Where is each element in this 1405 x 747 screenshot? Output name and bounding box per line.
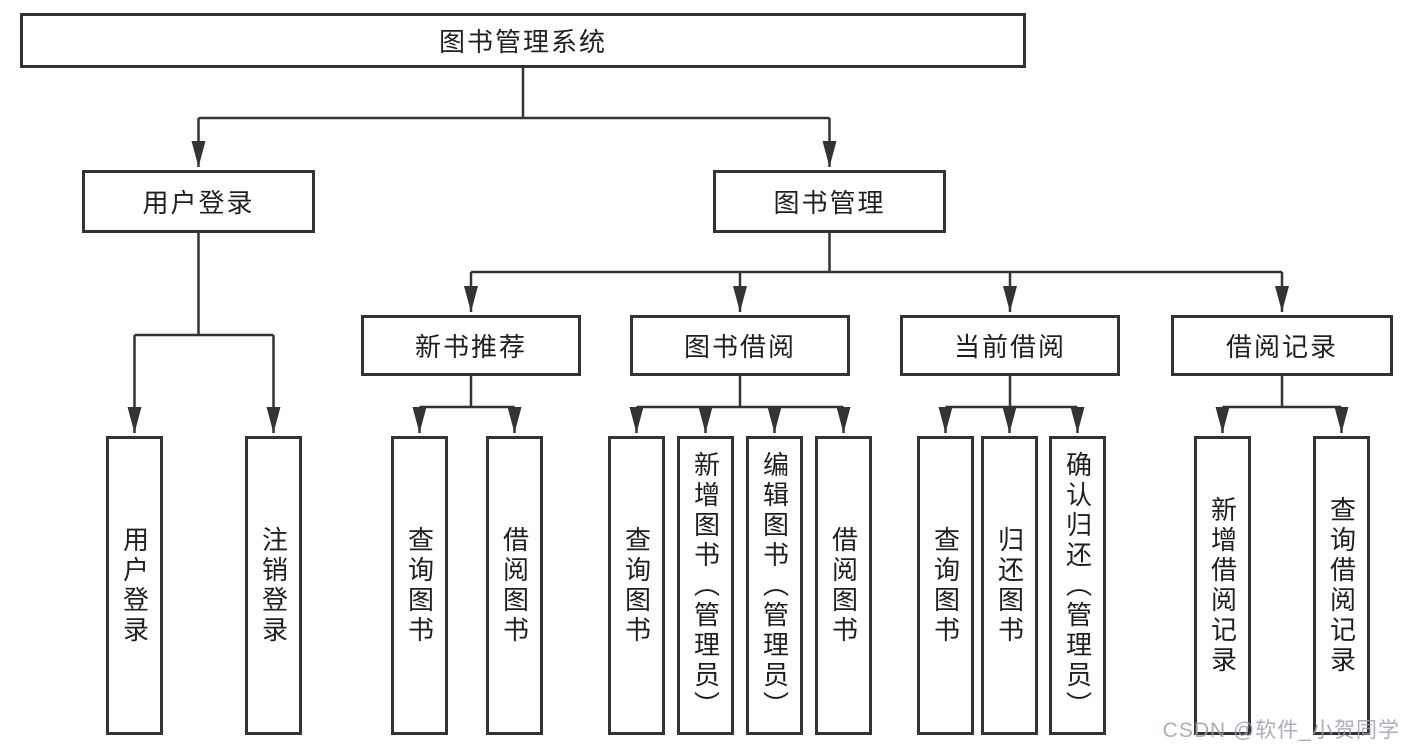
- leaf-add-borrow-record: 新增借阅记录: [1194, 436, 1251, 735]
- connector-newbook-trunk: [419, 376, 515, 409]
- connector-borrow-trunk: [636, 376, 844, 409]
- leaf-label: 确认归还（管理员）: [1062, 450, 1093, 721]
- leaf-query-books-recommend: 查询图书: [391, 436, 448, 735]
- leaf-label: 用户登录: [119, 525, 150, 646]
- leaf-label: 借阅图书: [828, 525, 859, 646]
- leaf-borrow-books-recommend: 借阅图书: [486, 436, 543, 735]
- node-book-borrowing: 图书借阅: [630, 315, 850, 376]
- leaf-label: 查询图书: [621, 525, 652, 646]
- node-book-management: 图书管理: [713, 170, 946, 233]
- csdn-watermark: CSDN @软件_小贺同学: [1162, 719, 1400, 742]
- leaf-label: 归还图书: [994, 525, 1025, 646]
- connector-root-trunk: [198, 68, 830, 120]
- node-root-system: 图书管理系统: [20, 13, 1026, 68]
- leaf-user-login: 用户登录: [106, 436, 163, 735]
- leaf-edit-books-admin: 编辑图书（管理员）: [746, 436, 803, 735]
- connector-records-trunk: [1222, 376, 1342, 409]
- leaf-label: 借阅图书: [499, 525, 530, 646]
- leaf-query-books-borrow: 查询图书: [608, 436, 665, 735]
- leaf-label: 查询图书: [930, 525, 961, 646]
- leaf-label: 注销登录: [258, 525, 289, 646]
- leaf-label: 新增借阅记录: [1207, 495, 1238, 676]
- leaf-add-books-admin: 新增图书（管理员）: [677, 436, 734, 735]
- node-borrowing-records: 借阅记录: [1171, 315, 1393, 376]
- leaf-return-books: 归还图书: [981, 436, 1038, 735]
- node-new-book-recommend: 新书推荐: [361, 315, 581, 376]
- leaf-logout: 注销登录: [245, 436, 302, 735]
- node-current-borrowing: 当前借阅: [900, 315, 1120, 376]
- leaf-query-borrow-record: 查询借阅记录: [1313, 436, 1370, 735]
- leaf-query-books-current: 查询图书: [917, 436, 974, 735]
- leaf-label: 查询图书: [404, 525, 435, 646]
- leaf-confirm-return-admin: 确认归还（管理员）: [1049, 436, 1106, 735]
- connector-current-trunk: [945, 376, 1078, 409]
- connector-mgmt-trunk: [471, 233, 1282, 274]
- leaf-label: 新增图书（管理员）: [690, 450, 721, 721]
- connector-login-trunk: [134, 233, 274, 337]
- leaf-borrow-books: 借阅图书: [815, 436, 872, 735]
- node-user-login: 用户登录: [82, 170, 315, 233]
- leaf-label: 编辑图书（管理员）: [759, 450, 790, 721]
- leaf-label: 查询借阅记录: [1326, 495, 1357, 676]
